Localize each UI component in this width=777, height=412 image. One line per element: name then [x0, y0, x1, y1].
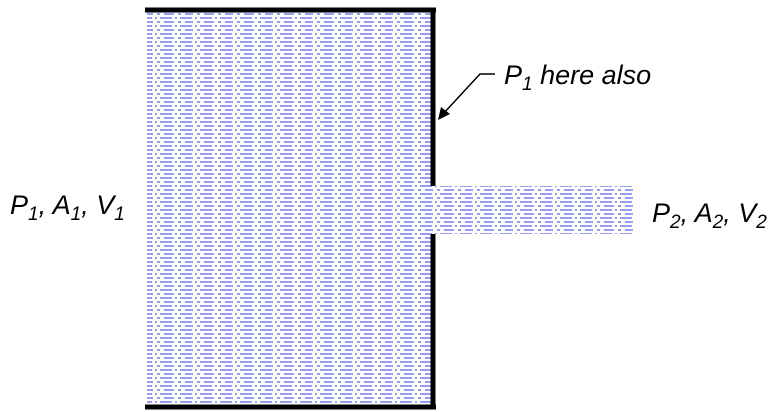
inlet-v-sep: , V	[81, 190, 117, 220]
inlet-p-sub: 1	[28, 204, 39, 225]
inlet-p: P	[10, 190, 28, 220]
outlet-a-sub: 2	[712, 212, 724, 233]
callout-p: P	[504, 60, 522, 90]
inlet-label: P1, A1, V1	[10, 190, 125, 225]
outlet-v-sub: 2	[755, 212, 767, 233]
callout-leader-line	[442, 73, 495, 115]
outlet-label: P2, A2, V2	[652, 198, 767, 233]
outlet-p: P	[652, 198, 670, 228]
outlet-v-sep: , V	[723, 198, 759, 228]
jet-fluid	[431, 186, 635, 234]
callout-p-sub: 1	[522, 74, 533, 95]
inlet-v-sub: 1	[114, 204, 125, 225]
inlet-a-sep: , A	[39, 190, 71, 220]
outlet-a-sep: , A	[681, 198, 713, 228]
callout-rest: here also	[533, 60, 652, 90]
tank-fluid	[147, 12, 431, 406]
inlet-a-sub: 1	[71, 204, 82, 225]
callout-label: P1 here also	[504, 60, 651, 95]
callout-arrowhead	[438, 107, 450, 120]
outlet-p-sub: 2	[669, 212, 681, 233]
